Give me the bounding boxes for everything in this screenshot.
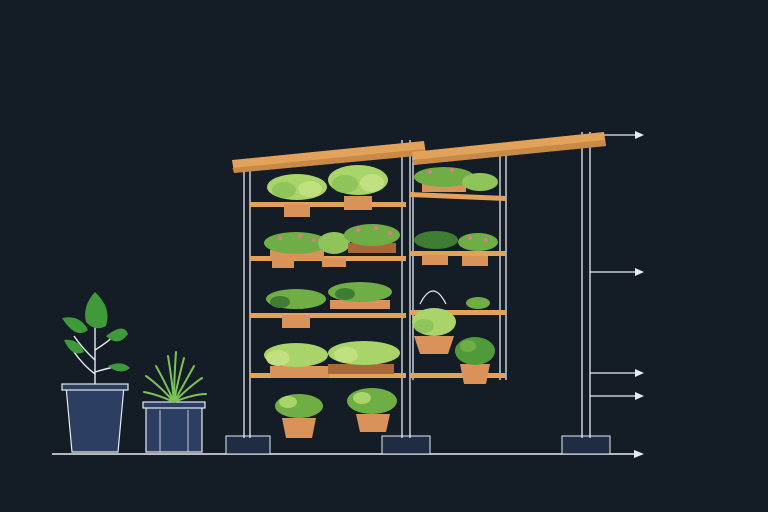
potted-plant-icon [328,282,392,309]
shelf-1-left [250,202,406,207]
planter-large-leaf [61,292,130,453]
shelf-3-right [410,310,506,315]
shelf-1-plants [267,165,498,217]
potted-plant-icon [414,167,498,192]
shelf-2-right [410,251,506,256]
shelf-1-right [410,192,506,201]
ground-plants [275,388,397,438]
base-block-middle [381,435,431,455]
right-arrow-icon [590,268,644,276]
potted-plant-icon [264,232,328,268]
potted-plant-icon [414,231,498,266]
base-blocks [225,435,611,455]
shelf-4-plants [264,337,495,384]
potted-plant-icon [328,165,388,210]
potted-plant-icon [266,289,326,328]
potted-plant-icon [455,337,495,384]
right-arrow-icon [590,369,644,377]
shelf-2-plants [264,224,498,268]
potted-plant-icon [466,297,490,309]
dimension-arrows [590,131,644,400]
shelf-3-plants [266,282,490,354]
shelf-3-left [250,313,406,318]
potted-plant-icon [264,343,330,378]
ground-line [52,450,644,458]
top-beams [232,132,606,173]
right-arrow-icon [590,392,644,400]
potted-plant-icon [347,388,397,432]
potted-plant-icon [267,174,327,217]
potted-plant-icon [275,394,323,438]
hanging-basket [412,290,456,354]
base-block-right [561,435,611,455]
planter-grass [142,351,207,453]
potted-plant-icon [328,341,400,374]
shelf-4-right [410,373,506,378]
potted-plant-icon [344,224,400,253]
frame-posts [243,132,591,438]
potted-plant-icon [318,232,350,267]
base-block-left [225,435,271,455]
